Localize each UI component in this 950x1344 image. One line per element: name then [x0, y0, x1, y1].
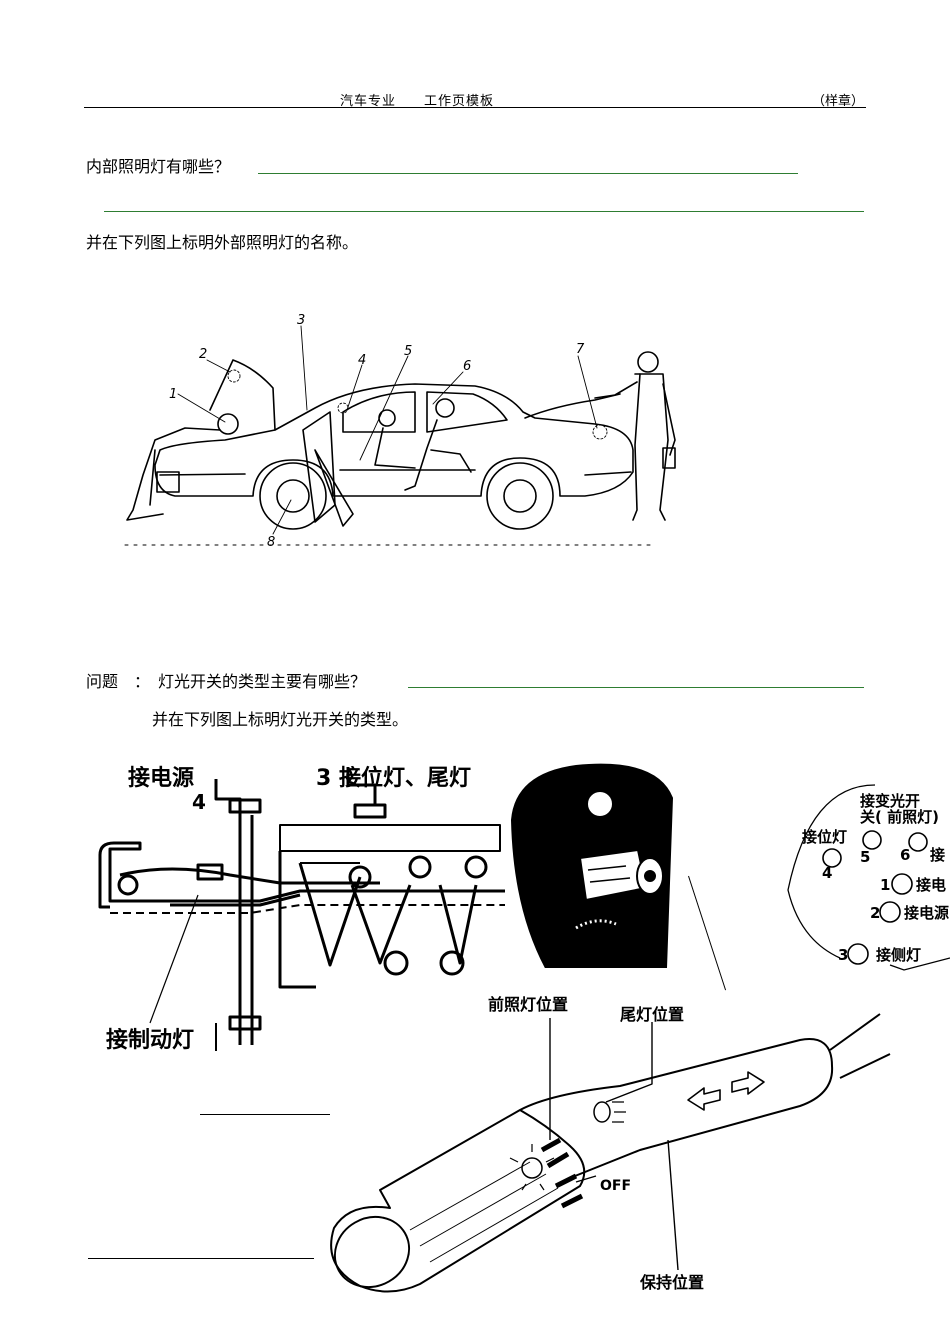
label-position-tail: 3 接位灯、尾灯: [316, 765, 471, 791]
label-terminal-4: 4: [192, 790, 206, 814]
rotary-label-3: 接侧灯: [876, 946, 921, 964]
stalk-label-headlamp: 前照灯位置: [488, 995, 568, 1014]
rotary-cut-label: 接: [930, 846, 945, 864]
car-callout-6: 6: [463, 359, 471, 374]
car-callout-1: 1: [169, 387, 177, 402]
ignition-key-illustration: [511, 763, 673, 968]
answer-line-3[interactable]: [408, 687, 864, 688]
stalk-label-hold: 保持位置: [639, 1273, 704, 1292]
stalk-label-off: OFF: [600, 1178, 631, 1194]
car-callout-5: 5: [404, 344, 412, 359]
switch-wiring-diagram: 接电源 4 3 接位灯、尾灯 接制动灯: [98, 765, 505, 1053]
question-prefix: 问题 ：: [86, 672, 151, 691]
car-callout-8: 8: [267, 535, 275, 550]
rotary-label-1: 接电: [916, 876, 946, 894]
car-callout-4: 4: [358, 353, 366, 368]
header-stamp: （样章）: [812, 94, 865, 109]
label-brake: 接制动灯: [106, 1028, 194, 1053]
rotary-label-dimmer-2: 关( 前照灯): [860, 808, 939, 826]
car-callout-3: 3: [297, 313, 305, 328]
rotary-num-5: 5: [860, 848, 870, 866]
rotary-label-position: 接位灯: [802, 828, 847, 846]
rotary-num-1: 1: [880, 876, 890, 894]
question-switch-types: 灯光开关的类型主要有哪些？: [158, 672, 367, 691]
answer-line-switch-2[interactable]: [88, 1258, 314, 1259]
rotary-num-6: 6: [900, 846, 910, 864]
key-leader-line: [688, 875, 727, 991]
answer-line-switch-1[interactable]: [200, 1114, 330, 1115]
instruction-switch-types: 并在下列图上标明灯光开关的类型。: [152, 710, 409, 729]
car-callout-7: 7: [576, 342, 585, 357]
car-lighting-illustration: 1 2 3 4 5 6 7 8: [124, 313, 676, 550]
question-interior-lights: 内部照明灯有哪些？: [86, 157, 231, 176]
rotary-num-4: 4: [822, 864, 832, 882]
answer-line-1[interactable]: [258, 173, 798, 174]
rotary-num-2: 2: [870, 904, 880, 922]
label-power: 接电源: [128, 766, 194, 791]
instruction-exterior-lights: 并在下列图上标明外部照明灯的名称。: [86, 233, 359, 252]
answer-line-2[interactable]: [104, 211, 864, 212]
rotary-label-2: 接电源: [904, 904, 949, 922]
rotary-label-dimmer-1: 接变光开: [860, 792, 920, 810]
rotary-switch-diagram: 接变光开 关( 前照灯) 接位灯 4 5 6 接 1 接电 2 接电源 3 接侧…: [787, 784, 950, 971]
stalk-label-tail: 尾灯位置: [620, 1005, 684, 1024]
car-callout-2: 2: [199, 347, 207, 362]
rotary-num-3: 3: [838, 946, 848, 964]
header-rule: [84, 107, 866, 108]
stalk-switch-illustration: 前照灯位置 尾灯位置 OFF 保持位置: [330, 995, 891, 1293]
header-title: 汽车专业 工作页模板: [340, 94, 495, 109]
